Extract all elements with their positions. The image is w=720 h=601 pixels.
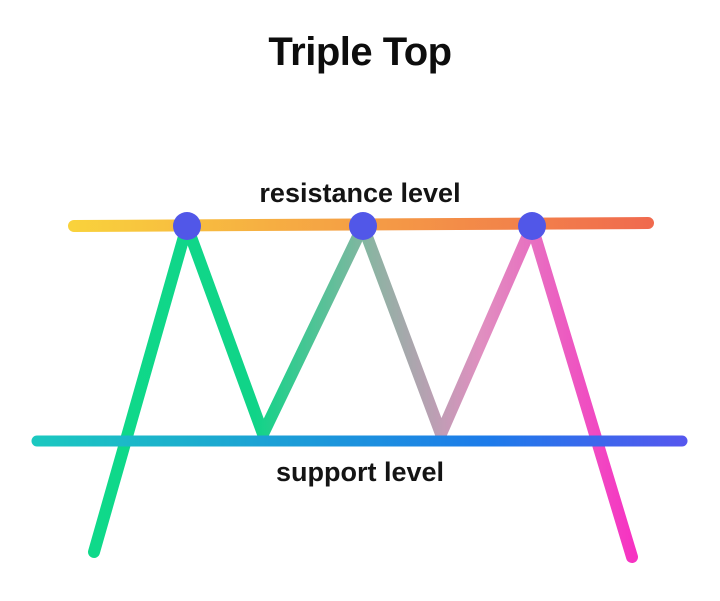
support-level-label: support level <box>275 457 445 487</box>
peak-marker-3 <box>518 212 546 240</box>
price-line <box>88 220 638 563</box>
diagram-title: Triple Top <box>268 30 452 74</box>
peak-marker-1 <box>173 212 201 240</box>
peak-marker-2 <box>349 212 377 240</box>
resistance-level-label: resistance level <box>259 178 461 208</box>
